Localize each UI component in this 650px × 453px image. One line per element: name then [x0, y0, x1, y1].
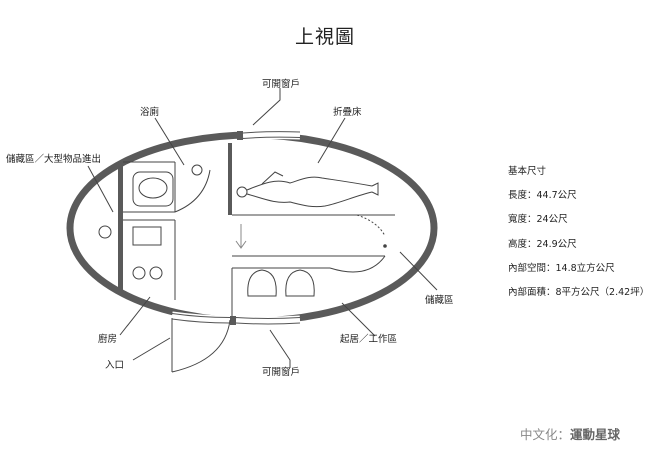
wall-block-bottom — [230, 316, 236, 325]
spec-interior-area: 內部面積：8平方公尺（2.42坪） — [508, 287, 650, 299]
label-living-work: 起居／工作區 — [340, 334, 398, 345]
kitchen-counter — [123, 219, 176, 300]
outer-shell-wall — [66, 131, 438, 325]
chair-left-icon — [247, 269, 277, 297]
bed-partition — [228, 143, 232, 215]
window-bottom — [235, 315, 301, 326]
entrance-gap — [171, 311, 231, 325]
window-top — [242, 130, 301, 141]
sleeping-person-icon — [236, 171, 379, 208]
storage-hatch-icon — [98, 225, 112, 239]
wall-block-top — [237, 131, 243, 140]
spec-width: 寬度：24公尺 — [508, 214, 568, 226]
label-storage-left: 儲藏區／大型物品進出 — [6, 154, 102, 165]
label-entrance: 入口 — [105, 360, 125, 371]
translation-credit: 中文化：運動星球 — [520, 424, 620, 443]
living-table-curve — [329, 255, 386, 273]
bathroom-door-curve — [174, 169, 211, 213]
label-kitchen: 廚房 — [98, 334, 118, 345]
spec-length: 長度：44.7公尺 — [508, 190, 577, 202]
label-window-bottom: 可開窗戶 — [262, 367, 301, 378]
dot-right-icon — [383, 244, 387, 248]
bed-fold-arrow-icon — [235, 224, 247, 249]
chair-right-icon — [285, 269, 315, 297]
leader-lines — [87, 88, 438, 368]
spec-height: 高度：24.9公尺 — [508, 238, 577, 250]
entrance-door — [171, 318, 231, 373]
diagram-title: 上視圖 — [294, 26, 355, 48]
specs-panel: 基本尺寸 長度：44.7公尺 寬度：24公尺 高度：24.9公尺 內部空間：14… — [508, 160, 649, 305]
credit-name: 運動星球 — [570, 427, 621, 442]
specs-heading: 基本尺寸 — [508, 166, 547, 177]
bathroom-wall-left — [118, 162, 123, 294]
label-bathroom: 浴廁 — [140, 107, 160, 118]
label-window-top: 可開窗戶 — [262, 79, 301, 90]
washbasin-icon — [191, 164, 203, 176]
label-storage-right: 儲藏區 — [425, 295, 454, 306]
credit-prefix: 中文化： — [520, 427, 571, 442]
label-folding-bed: 折疊床 — [333, 107, 362, 118]
spec-interior-space: 內部空間：14.8立方公尺 — [508, 262, 615, 274]
toilet-icon — [132, 171, 174, 207]
